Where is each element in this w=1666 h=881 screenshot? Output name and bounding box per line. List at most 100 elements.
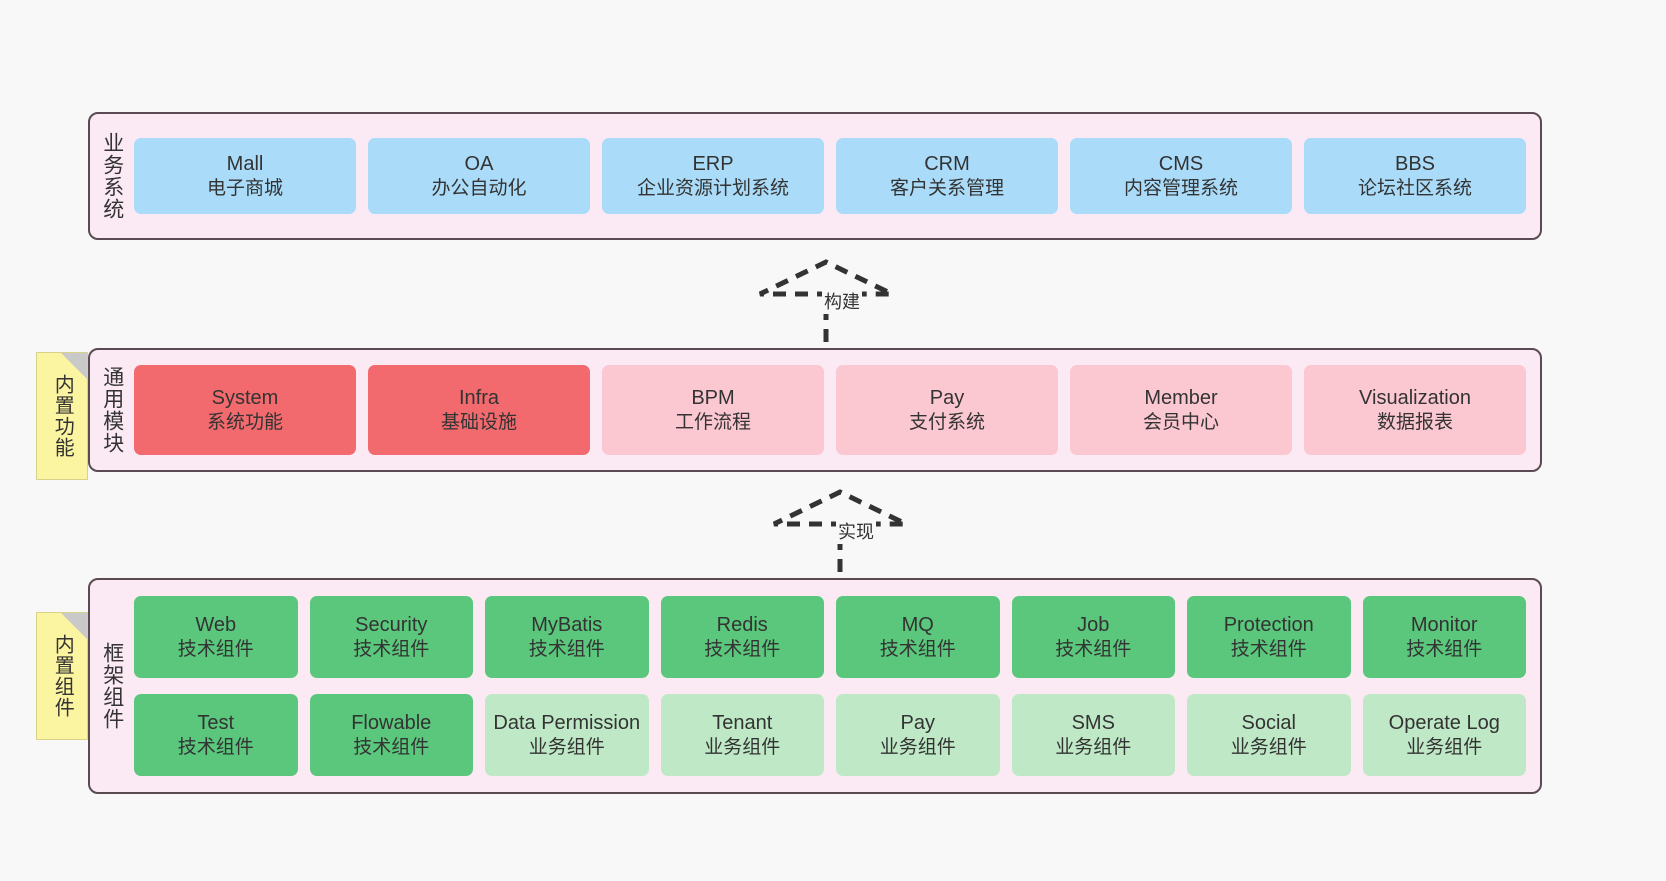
card-redis[interactable]: Redis 技术组件: [660, 596, 824, 678]
card-title: System: [211, 386, 279, 409]
card-title: Test: [197, 711, 235, 734]
card-subtitle: 技术组件: [879, 638, 956, 660]
card-pay-module[interactable]: Pay 支付系统: [836, 365, 1058, 455]
card-mall[interactable]: Mall 电子商城: [134, 138, 356, 214]
card-subtitle: 业务组件: [704, 736, 781, 758]
card-system[interactable]: System 系统功能: [134, 365, 356, 455]
card-title: Protection: [1223, 613, 1314, 636]
card-row: Web 技术组件 Security 技术组件 MyBatis 技术组件 Redi…: [134, 596, 1526, 678]
card-title: CMS: [1158, 152, 1204, 175]
card-title: Social: [1241, 711, 1296, 734]
card-bbs[interactable]: BBS 论坛社区系统: [1304, 138, 1526, 214]
card-subtitle: 企业资源计划系统: [636, 177, 789, 199]
card-subtitle: 技术组件: [177, 638, 254, 660]
card-title: Security: [355, 613, 428, 636]
card-infra[interactable]: Infra 基础设施: [368, 365, 590, 455]
card-title: Operate Log: [1388, 711, 1500, 734]
card-erp[interactable]: ERP 企业资源计划系统: [602, 138, 824, 214]
card-title: Member: [1144, 386, 1218, 409]
card-title: Visualization: [1359, 386, 1471, 409]
card-operate-log[interactable]: Operate Log 业务组件: [1362, 694, 1526, 776]
layer-body-modules: System 系统功能 Infra 基础设施 BPM 工作流程 Pay 支付系统…: [134, 350, 1540, 470]
card-test[interactable]: Test 技术组件: [134, 694, 298, 776]
card-title: MyBatis: [531, 613, 603, 636]
card-social[interactable]: Social 业务组件: [1187, 694, 1351, 776]
card-subtitle: 技术组件: [528, 638, 605, 660]
card-title: ERP: [692, 152, 734, 175]
tag-label: 内置组件: [51, 634, 74, 718]
card-subtitle: 系统功能: [206, 411, 283, 433]
card-visualization[interactable]: Visualization 数据报表: [1304, 365, 1526, 455]
card-crm[interactable]: CRM 客户关系管理: [836, 138, 1058, 214]
card-tenant[interactable]: Tenant 业务组件: [660, 694, 824, 776]
card-subtitle: 内容管理系统: [1123, 177, 1238, 199]
connector-label-build: 构建: [822, 288, 862, 314]
card-title: OA: [464, 152, 494, 175]
card-title: Redis: [716, 613, 768, 636]
card-title: Data Permission: [493, 711, 641, 734]
fold-corner-icon: [61, 353, 87, 379]
card-subtitle: 基础设施: [440, 411, 517, 433]
card-sms[interactable]: SMS 业务组件: [1011, 694, 1175, 776]
card-title: Monitor: [1410, 613, 1478, 636]
card-row: Mall 电子商城 OA 办公自动化 ERP 企业资源计划系统 CRM 客户关系…: [134, 138, 1526, 214]
card-monitor[interactable]: Monitor 技术组件: [1362, 596, 1526, 678]
card-mq[interactable]: MQ 技术组件: [836, 596, 1000, 678]
connector-label-implement: 实现: [836, 518, 876, 544]
card-subtitle: 业务组件: [1055, 736, 1132, 758]
layer-body-components: Web 技术组件 Security 技术组件 MyBatis 技术组件 Redi…: [134, 580, 1540, 792]
card-member[interactable]: Member 会员中心: [1070, 365, 1292, 455]
card-job[interactable]: Job 技术组件: [1011, 596, 1175, 678]
connector-implement: 实现: [762, 488, 922, 580]
card-title: CRM: [924, 152, 970, 175]
card-subtitle: 业务组件: [528, 736, 605, 758]
card-subtitle: 技术组件: [704, 638, 781, 660]
card-title: SMS: [1071, 711, 1115, 734]
tag-builtin-function: 内置功能: [36, 352, 88, 480]
card-title: Pay: [929, 386, 965, 409]
card-subtitle: 客户关系管理: [889, 177, 1004, 199]
card-web[interactable]: Web 技术组件: [134, 596, 298, 678]
card-security[interactable]: Security 技术组件: [309, 596, 473, 678]
connector-build: 构建: [748, 258, 908, 350]
card-subtitle: 数据报表: [1376, 411, 1453, 433]
card-subtitle: 工作流程: [674, 411, 751, 433]
card-row: System 系统功能 Infra 基础设施 BPM 工作流程 Pay 支付系统…: [134, 365, 1526, 455]
card-subtitle: 技术组件: [1230, 638, 1307, 660]
card-pay-component[interactable]: Pay 业务组件: [836, 694, 1000, 776]
card-title: Job: [1077, 613, 1110, 636]
card-subtitle: 业务组件: [1406, 736, 1483, 758]
layer-body-business: Mall 电子商城 OA 办公自动化 ERP 企业资源计划系统 CRM 客户关系…: [134, 114, 1540, 238]
card-subtitle: 技术组件: [353, 638, 430, 660]
card-subtitle: 业务组件: [879, 736, 956, 758]
card-subtitle: 技术组件: [1055, 638, 1132, 660]
card-subtitle: 办公自动化: [431, 177, 527, 199]
card-oa[interactable]: OA 办公自动化: [368, 138, 590, 214]
card-data-permission[interactable]: Data Permission 业务组件: [485, 694, 649, 776]
layer-title-components: 框架组件: [100, 642, 124, 730]
card-title: BPM: [691, 386, 735, 409]
card-bpm[interactable]: BPM 工作流程: [602, 365, 824, 455]
card-title: Web: [195, 613, 237, 636]
layer-title-business: 业务系统: [100, 132, 124, 220]
card-title: Tenant: [712, 711, 773, 734]
card-cms[interactable]: CMS 内容管理系统: [1070, 138, 1292, 214]
card-title: MQ: [901, 613, 934, 636]
card-title: Flowable: [351, 711, 432, 734]
card-subtitle: 论坛社区系统: [1357, 177, 1472, 199]
card-subtitle: 技术组件: [177, 736, 254, 758]
card-flowable[interactable]: Flowable 技术组件: [309, 694, 473, 776]
card-title: Mall: [226, 152, 264, 175]
card-title: Pay: [900, 711, 935, 734]
card-subtitle: 电子商城: [206, 177, 283, 199]
card-protection[interactable]: Protection 技术组件: [1187, 596, 1351, 678]
build-arrow-icon: [758, 259, 894, 342]
layer-business-systems: 业务系统 Mall 电子商城 OA 办公自动化 ERP 企业资源计划系统 CRM…: [88, 112, 1542, 240]
card-subtitle: 技术组件: [1406, 638, 1483, 660]
card-subtitle: 支付系统: [908, 411, 985, 433]
card-mybatis[interactable]: MyBatis 技术组件: [485, 596, 649, 678]
layer-common-modules: 通用模块 System 系统功能 Infra 基础设施 BPM 工作流程 Pay…: [88, 348, 1542, 472]
card-subtitle: 业务组件: [1230, 736, 1307, 758]
card-title: BBS: [1394, 152, 1436, 175]
fold-corner-icon: [61, 613, 87, 639]
